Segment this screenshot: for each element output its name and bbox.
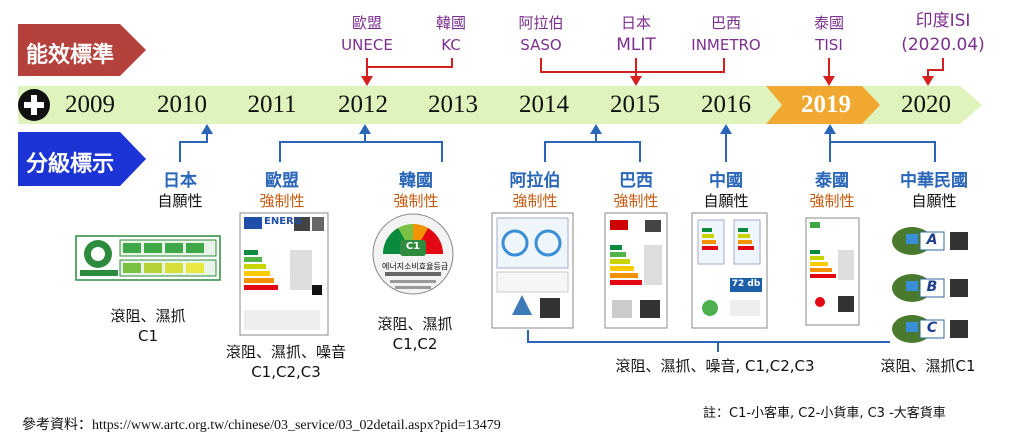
taiwan-grade-b: B	[926, 279, 938, 295]
china-label-value: 72 db	[731, 279, 761, 289]
year-2009: 2009	[65, 91, 115, 118]
circled-plus-icon	[18, 89, 50, 121]
label-status-thailand: 強制性	[809, 192, 855, 210]
year-2016: 2016	[701, 91, 751, 118]
label-status-korea: 強制性	[393, 192, 439, 210]
vehicle-class-note: 註：C1-小客車, C2-小貨車, C3 -大客貨車	[703, 406, 946, 421]
standard-name-brazil: 巴西	[710, 14, 741, 32]
label-region-korea: 韓國	[399, 171, 433, 191]
eu-label-image	[239, 212, 329, 336]
standard-code-thailand: TISI	[815, 36, 843, 54]
standards-arrow-label: 能效標準	[26, 43, 115, 68]
standards-arrow	[18, 24, 146, 76]
year-2020: 2020	[901, 91, 951, 118]
label-region-china: 中國	[709, 171, 743, 191]
highlight-chevron	[766, 86, 880, 124]
red-arrowheads	[361, 76, 934, 86]
korea-label-text: 에너지소비효율등급	[382, 262, 449, 271]
year-2010: 2010	[157, 91, 207, 118]
china-label-image	[691, 212, 768, 329]
standard-name-saudi: 阿拉伯	[518, 14, 564, 32]
label-region-thailand: 泰國	[815, 171, 849, 191]
standard-code-brazil: INMETRO	[691, 36, 761, 54]
blue-arrowheads	[201, 124, 836, 134]
caption-eu-line1: 滾阻、濕抓、噪音	[225, 343, 346, 361]
standard-name-eu: 歐盟	[351, 14, 382, 32]
timeline-bar	[18, 86, 982, 124]
label-status-taiwan: 自願性	[911, 192, 957, 210]
label-status-japan: 自願性	[157, 192, 203, 210]
standard-code-saudi: SASO	[520, 36, 562, 54]
standard-name-india: 印度ISI	[915, 11, 971, 31]
label-region-brazil: 巴西	[619, 171, 653, 191]
eu-label-brand: ENERG	[264, 216, 302, 227]
label-region-japan: 日本	[163, 171, 197, 191]
caption-taiwan: 滾阻、濕抓C1	[880, 357, 976, 375]
caption-japan-line1: 滾阻、濕抓	[110, 307, 186, 325]
standard-code-japan: MLIT	[616, 35, 656, 55]
standard-code-india: (2020.04)	[901, 35, 985, 55]
year-2011: 2011	[247, 91, 297, 118]
korea-label-grade: C1	[405, 241, 421, 252]
year-2014: 2014	[519, 91, 569, 118]
caption-korea-line1: 滾阻、濕抓	[377, 315, 453, 333]
label-status-brazil: 強制性	[613, 192, 659, 210]
label-region-taiwan: 中華民國	[900, 171, 968, 191]
brazil-label-image	[604, 212, 668, 329]
standard-name-japan: 日本	[620, 14, 651, 32]
caption-korea-line2: C1,C2	[392, 335, 438, 353]
caption-japan-line2: C1	[137, 327, 159, 345]
taiwan-label-images	[890, 226, 972, 344]
saudi-label-image	[491, 212, 574, 329]
label-status-china: 自願性	[703, 192, 749, 210]
year-2013: 2013	[428, 91, 478, 118]
taiwan-grade-a: A	[926, 232, 938, 248]
standard-name-thailand: 泰國	[813, 14, 844, 32]
thailand-label-image	[805, 217, 860, 326]
label-region-saudi: 阿拉伯	[509, 171, 561, 191]
korea-label-image	[372, 213, 454, 295]
label-status-eu: 強制性	[259, 192, 305, 210]
caption-eu-line2: C1,C2,C3	[251, 363, 321, 381]
reference-link[interactable]: 參考資料：https://www.artc.org.tw/chinese/03_…	[22, 418, 501, 433]
standard-code-korea: KC	[441, 36, 461, 54]
caption-group: 滾阻、濕抓、噪音, C1,C2,C3	[615, 357, 815, 375]
taiwan-grade-c: C	[926, 320, 938, 336]
year-2019: 2019	[801, 91, 851, 118]
japan-label-image	[75, 235, 221, 281]
year-2012: 2012	[338, 91, 388, 118]
red-brackets	[366, 58, 944, 84]
standard-name-korea: 韓國	[435, 14, 466, 32]
standard-code-eu: UNECE	[341, 36, 393, 54]
label-region-eu: 歐盟	[265, 171, 299, 191]
labeling-arrow-label: 分級標示	[26, 152, 115, 177]
labeling-arrow	[18, 132, 146, 186]
label-status-saudi: 強制性	[512, 192, 558, 210]
year-2015: 2015	[610, 91, 660, 118]
